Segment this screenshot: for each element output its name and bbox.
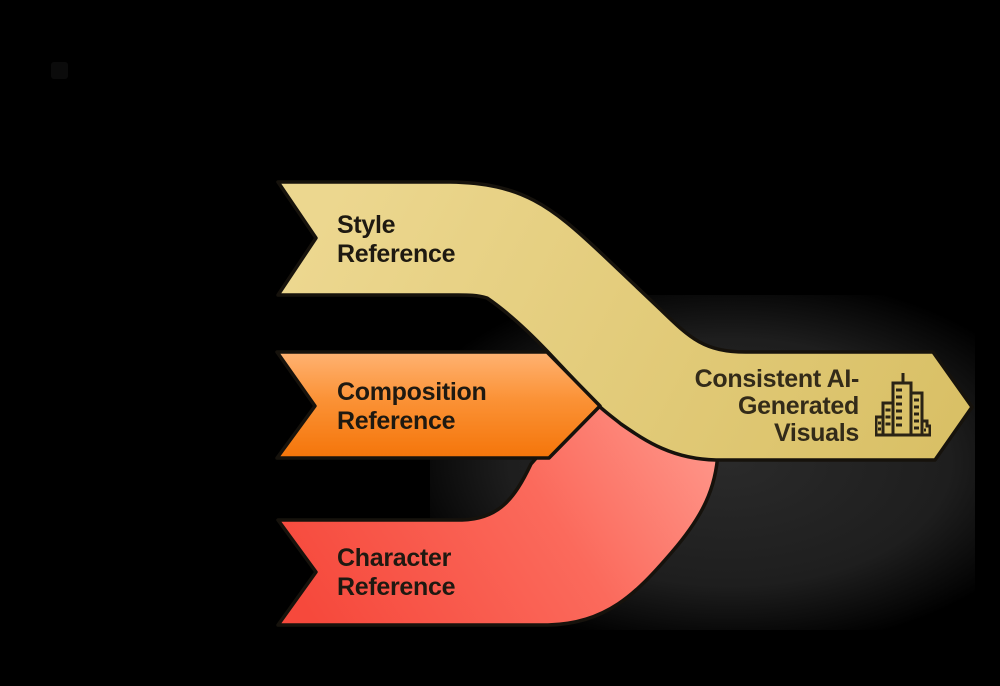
character-reference-arrow: [276, 352, 720, 627]
consistent-ai-generated-visuals-label: Consistent AI- Generated Visuals: [655, 365, 860, 447]
style-reference-label: Style Reference: [337, 211, 456, 269]
composition-reference-label-line2: Reference: [337, 407, 456, 435]
composition-reference-label: Composition Reference: [337, 378, 487, 436]
character-reference-label: Character Reference: [337, 544, 456, 602]
composition-reference-label-line1: Composition: [337, 378, 487, 406]
composition-reference-arrow: [275, 350, 602, 460]
output-label-line1: Consistent AI-: [694, 365, 860, 393]
output-label-line3: Visuals: [774, 419, 859, 447]
style-reference-label-line2: Reference: [337, 240, 456, 268]
character-reference-label-line2: Reference: [337, 573, 456, 601]
city-buildings-icon: [875, 373, 931, 437]
style-reference-and-merged-arrow: [276, 180, 974, 462]
style-reference-label-line1: Style: [337, 211, 396, 239]
watermark-square: [51, 62, 68, 79]
output-label-line2: Generated: [738, 392, 859, 420]
character-reference-label-line1: Character: [337, 544, 452, 572]
